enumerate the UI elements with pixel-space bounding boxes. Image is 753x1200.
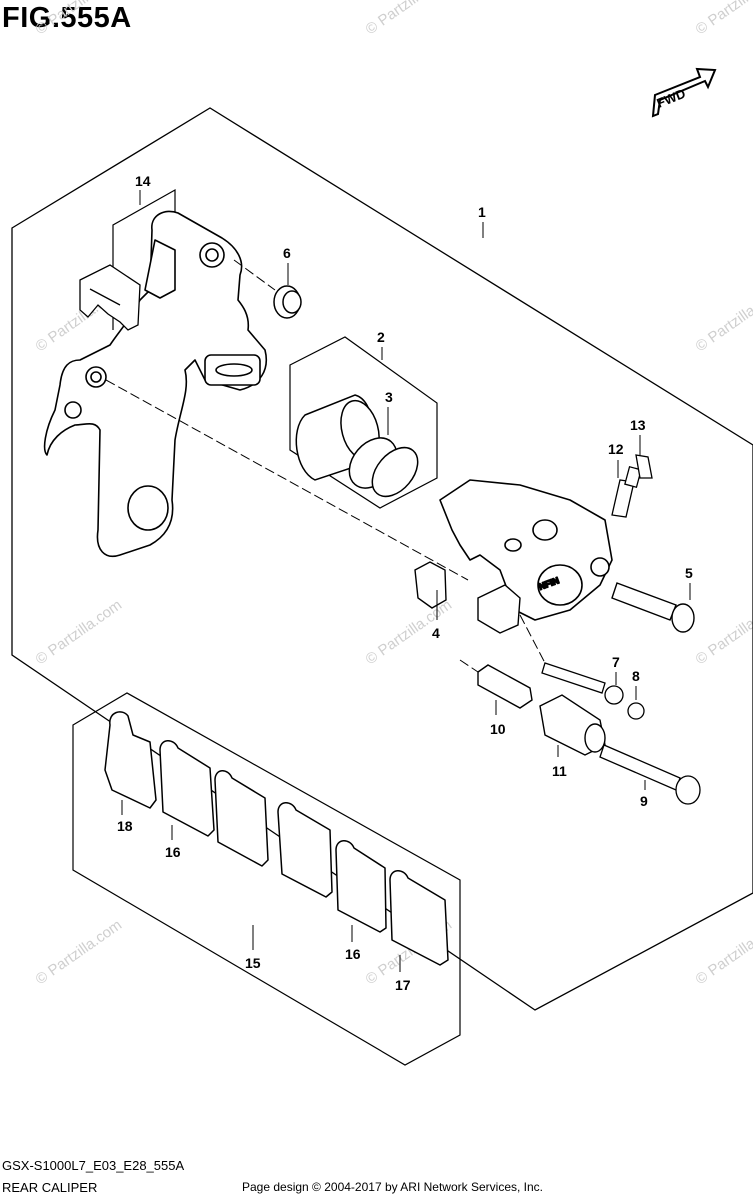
bolt-9 (599, 744, 701, 805)
bushing-11 (539, 694, 606, 756)
model-code: GSX-S1000L7_E03_E28_555A (2, 1158, 185, 1173)
callout-10: 10 (490, 721, 506, 737)
pad-inner (214, 770, 269, 867)
callout-17: 17 (395, 977, 411, 993)
piston (295, 394, 419, 498)
seal-group-outline (289, 336, 438, 509)
watermark-text: © Partzilla.com (693, 916, 753, 988)
callout-ticks (121, 190, 691, 972)
callout-6: 6 (283, 245, 291, 261)
watermark-text: © Partzilla.com (363, 0, 456, 38)
caliper-bracket (43, 210, 267, 557)
callout-14: 14 (135, 173, 151, 189)
callout-12: 12 (608, 441, 624, 457)
callout-16-a: 16 (165, 844, 181, 860)
assembly-outline (11, 107, 753, 1011)
pad-16-b (335, 840, 387, 933)
callout-1: 1 (478, 204, 486, 220)
bleeder-valve (611, 454, 653, 518)
pad-18 (104, 711, 157, 809)
part-group-name: REAR CALIPER (2, 1180, 98, 1195)
pad-17 (389, 870, 449, 966)
watermark-text: © Partzilla.com (693, 283, 753, 355)
figure-title: FIG.555A (2, 2, 132, 34)
caliper-body: NFIN (439, 479, 613, 621)
slide-boot (414, 561, 521, 634)
callout-18: 18 (117, 818, 133, 834)
fwd-label: FWD (655, 86, 688, 111)
callout-labels: 1 2 3 4 5 6 7 8 9 10 11 12 13 14 15 16 1… (117, 173, 693, 993)
callout-15: 15 (245, 955, 261, 971)
watermark-text: © Partzilla.com (363, 596, 456, 668)
callout-8: 8 (632, 668, 640, 684)
callout-11: 11 (552, 763, 567, 779)
watermark-text: © Partzilla.com (693, 596, 753, 668)
callout-13: 13 (630, 417, 646, 433)
callout-2: 2 (377, 329, 385, 345)
watermark-text: © Partzilla.com (693, 0, 753, 38)
brake-pads (104, 711, 449, 966)
pin-7 (541, 662, 645, 720)
sleeve-10 (477, 664, 533, 709)
fwd-arrow-icon: FWD (651, 67, 717, 118)
copyright-notice: Page design © 2004-2017 by ARI Network S… (242, 1180, 544, 1194)
bracket-clip (79, 264, 141, 331)
watermark-text: © Partzilla.com (33, 596, 126, 668)
pad-16-a (159, 740, 215, 837)
callout-3: 3 (385, 389, 393, 405)
callout-16-b: 16 (345, 946, 361, 962)
slide-pin (611, 582, 695, 633)
callout-5: 5 (685, 565, 693, 581)
bushing (273, 285, 302, 319)
callout-9: 9 (640, 793, 648, 809)
callout-7: 7 (612, 654, 620, 670)
pad-inner-2 (277, 802, 333, 898)
watermark-text: © Partzilla.com (33, 0, 126, 38)
leader-lines (105, 259, 546, 673)
callout-4: 4 (432, 625, 440, 641)
pad-group-outline (72, 692, 461, 1066)
watermark-text: © Partzilla.com (33, 916, 126, 988)
